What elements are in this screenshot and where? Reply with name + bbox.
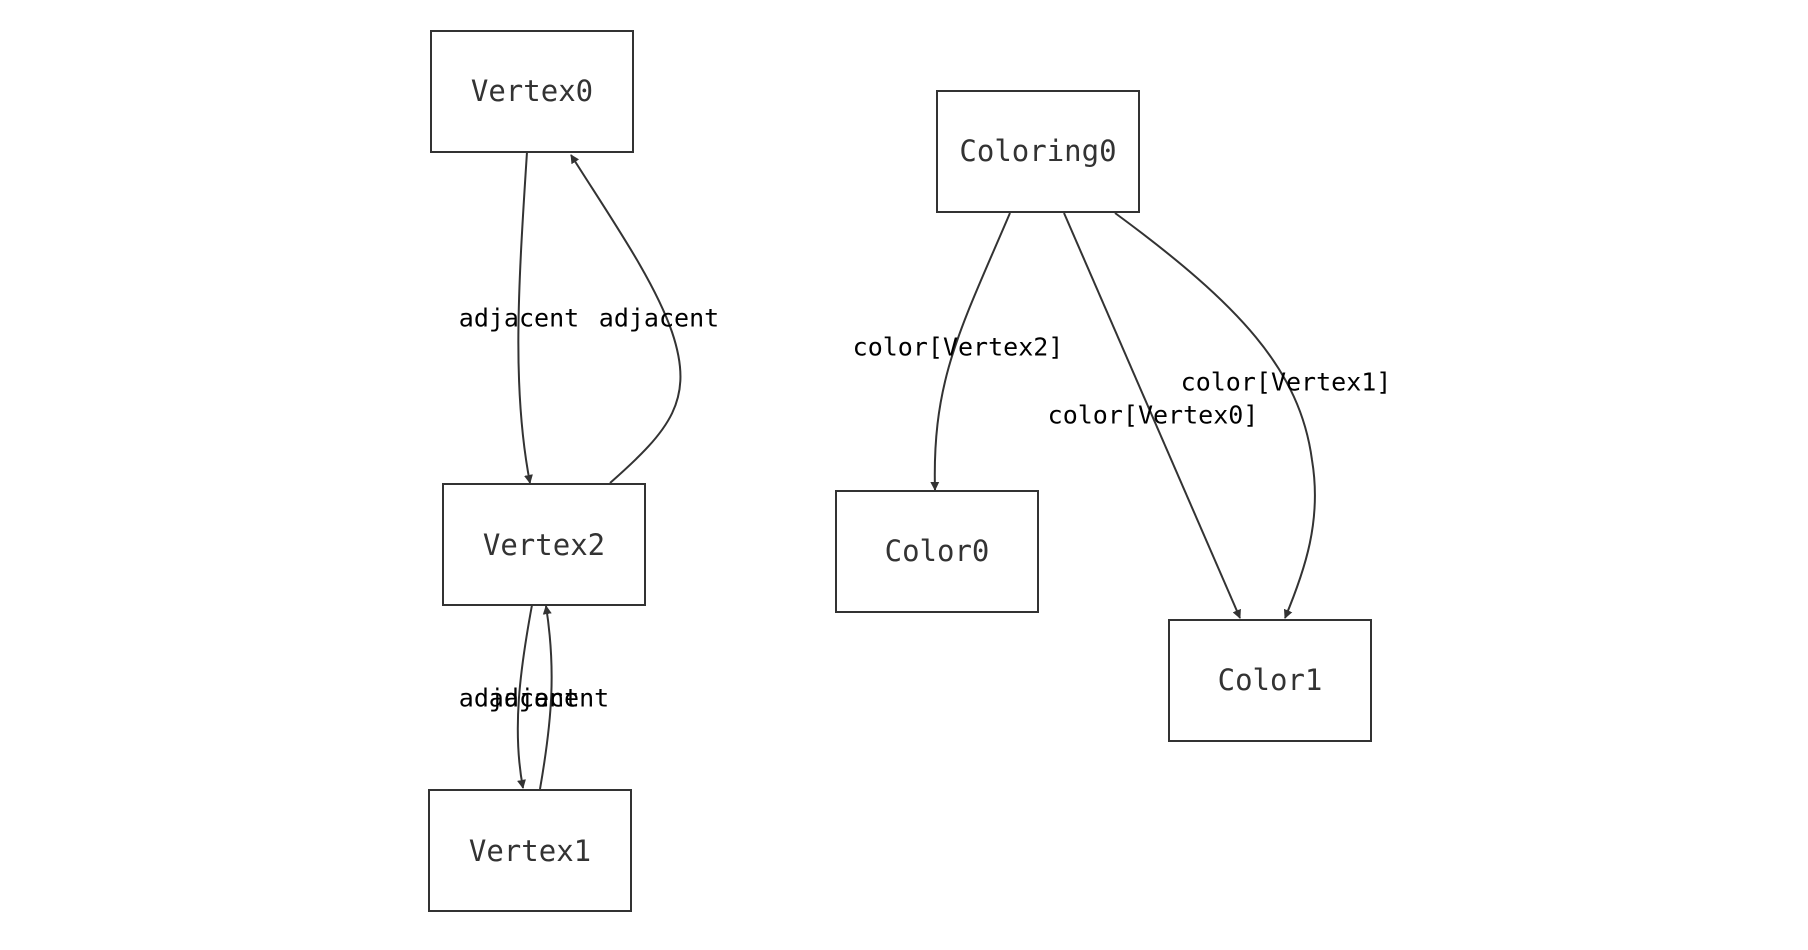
edge-label-coloring0-to-color0: color[Vertex2] [853, 333, 1064, 362]
node-vertex0-box [430, 30, 634, 153]
node-vertex2-label: Vertex2 [483, 528, 605, 562]
node-color1-label: Color1 [1218, 663, 1323, 697]
edge-label-vertex0-to-vertex2: adjacent [459, 304, 579, 333]
node-vertex1-label: Vertex1 [469, 834, 591, 868]
edge-coloring0-to-color0 [930, 212, 1011, 491]
edge-vertex2-to-vertex1 [516, 604, 533, 789]
node-color0-box [835, 490, 1039, 613]
node-vertex1: Vertex1 [428, 789, 632, 912]
edge-label-vertex2-to-vertex0: adjacent [599, 304, 719, 333]
node-vertex0: Vertex0 [430, 30, 634, 153]
node-color1-box [1168, 619, 1372, 742]
edge-labels: adjacent adjacent adjacent adjacent colo… [459, 304, 1392, 713]
edge-label-vertex1-to-vertex2: adjacent [489, 684, 609, 713]
edge-vertex0-to-vertex2 [517, 151, 533, 484]
node-vertex1-box [428, 789, 632, 912]
edge-label-coloring0-to-color1-vertex1: color[Vertex1] [1181, 368, 1392, 397]
edge-coloring0-to-color1-vertex0 [1063, 212, 1241, 619]
node-vertex2-box [442, 483, 646, 606]
edge-vertex2-to-vertex0 [570, 154, 682, 484]
node-color0: Color0 [835, 490, 1039, 613]
edge-vertex1-to-vertex2 [539, 605, 553, 790]
edge-coloring0-to-color1-vertex1 [1114, 212, 1316, 619]
node-vertex0-label: Vertex0 [471, 74, 593, 108]
node-coloring0-box [936, 90, 1140, 213]
node-coloring0-label: Coloring0 [959, 134, 1116, 168]
node-color1: Color1 [1168, 619, 1372, 742]
edge-label-vertex2-to-vertex1: adjacent [459, 684, 579, 713]
edge-label-coloring0-to-color1-vertex0: color[Vertex0] [1048, 401, 1259, 430]
node-color0-label: Color0 [885, 534, 990, 568]
edges [516, 151, 1316, 790]
node-coloring0: Coloring0 [936, 90, 1140, 213]
node-vertex2: Vertex2 [442, 483, 646, 606]
